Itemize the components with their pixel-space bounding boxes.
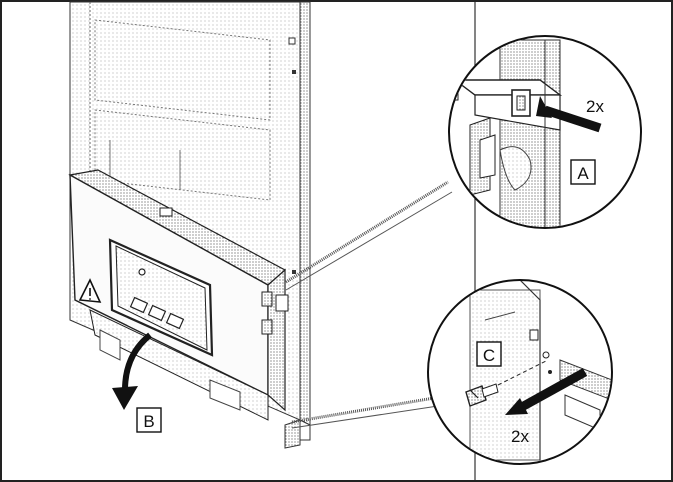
warning-triangle-icon: [78, 278, 102, 303]
detail-callout-top: [448, 35, 642, 229]
label-c-box: [476, 341, 502, 367]
label-c: C: [483, 346, 495, 365]
label-a-box: [570, 159, 596, 185]
callout-leader-lines: [285, 180, 453, 429]
control-panel: [68, 169, 289, 421]
label-a: A: [577, 164, 589, 183]
count-label-top: 2x: [586, 97, 604, 116]
arrow-b: [112, 332, 152, 410]
label-b: B: [143, 412, 154, 431]
screw-icon: [465, 383, 499, 407]
label-b-box: [136, 407, 162, 433]
detail-callout-bottom: [427, 279, 613, 465]
count-label-bottom: 2x: [511, 427, 529, 446]
